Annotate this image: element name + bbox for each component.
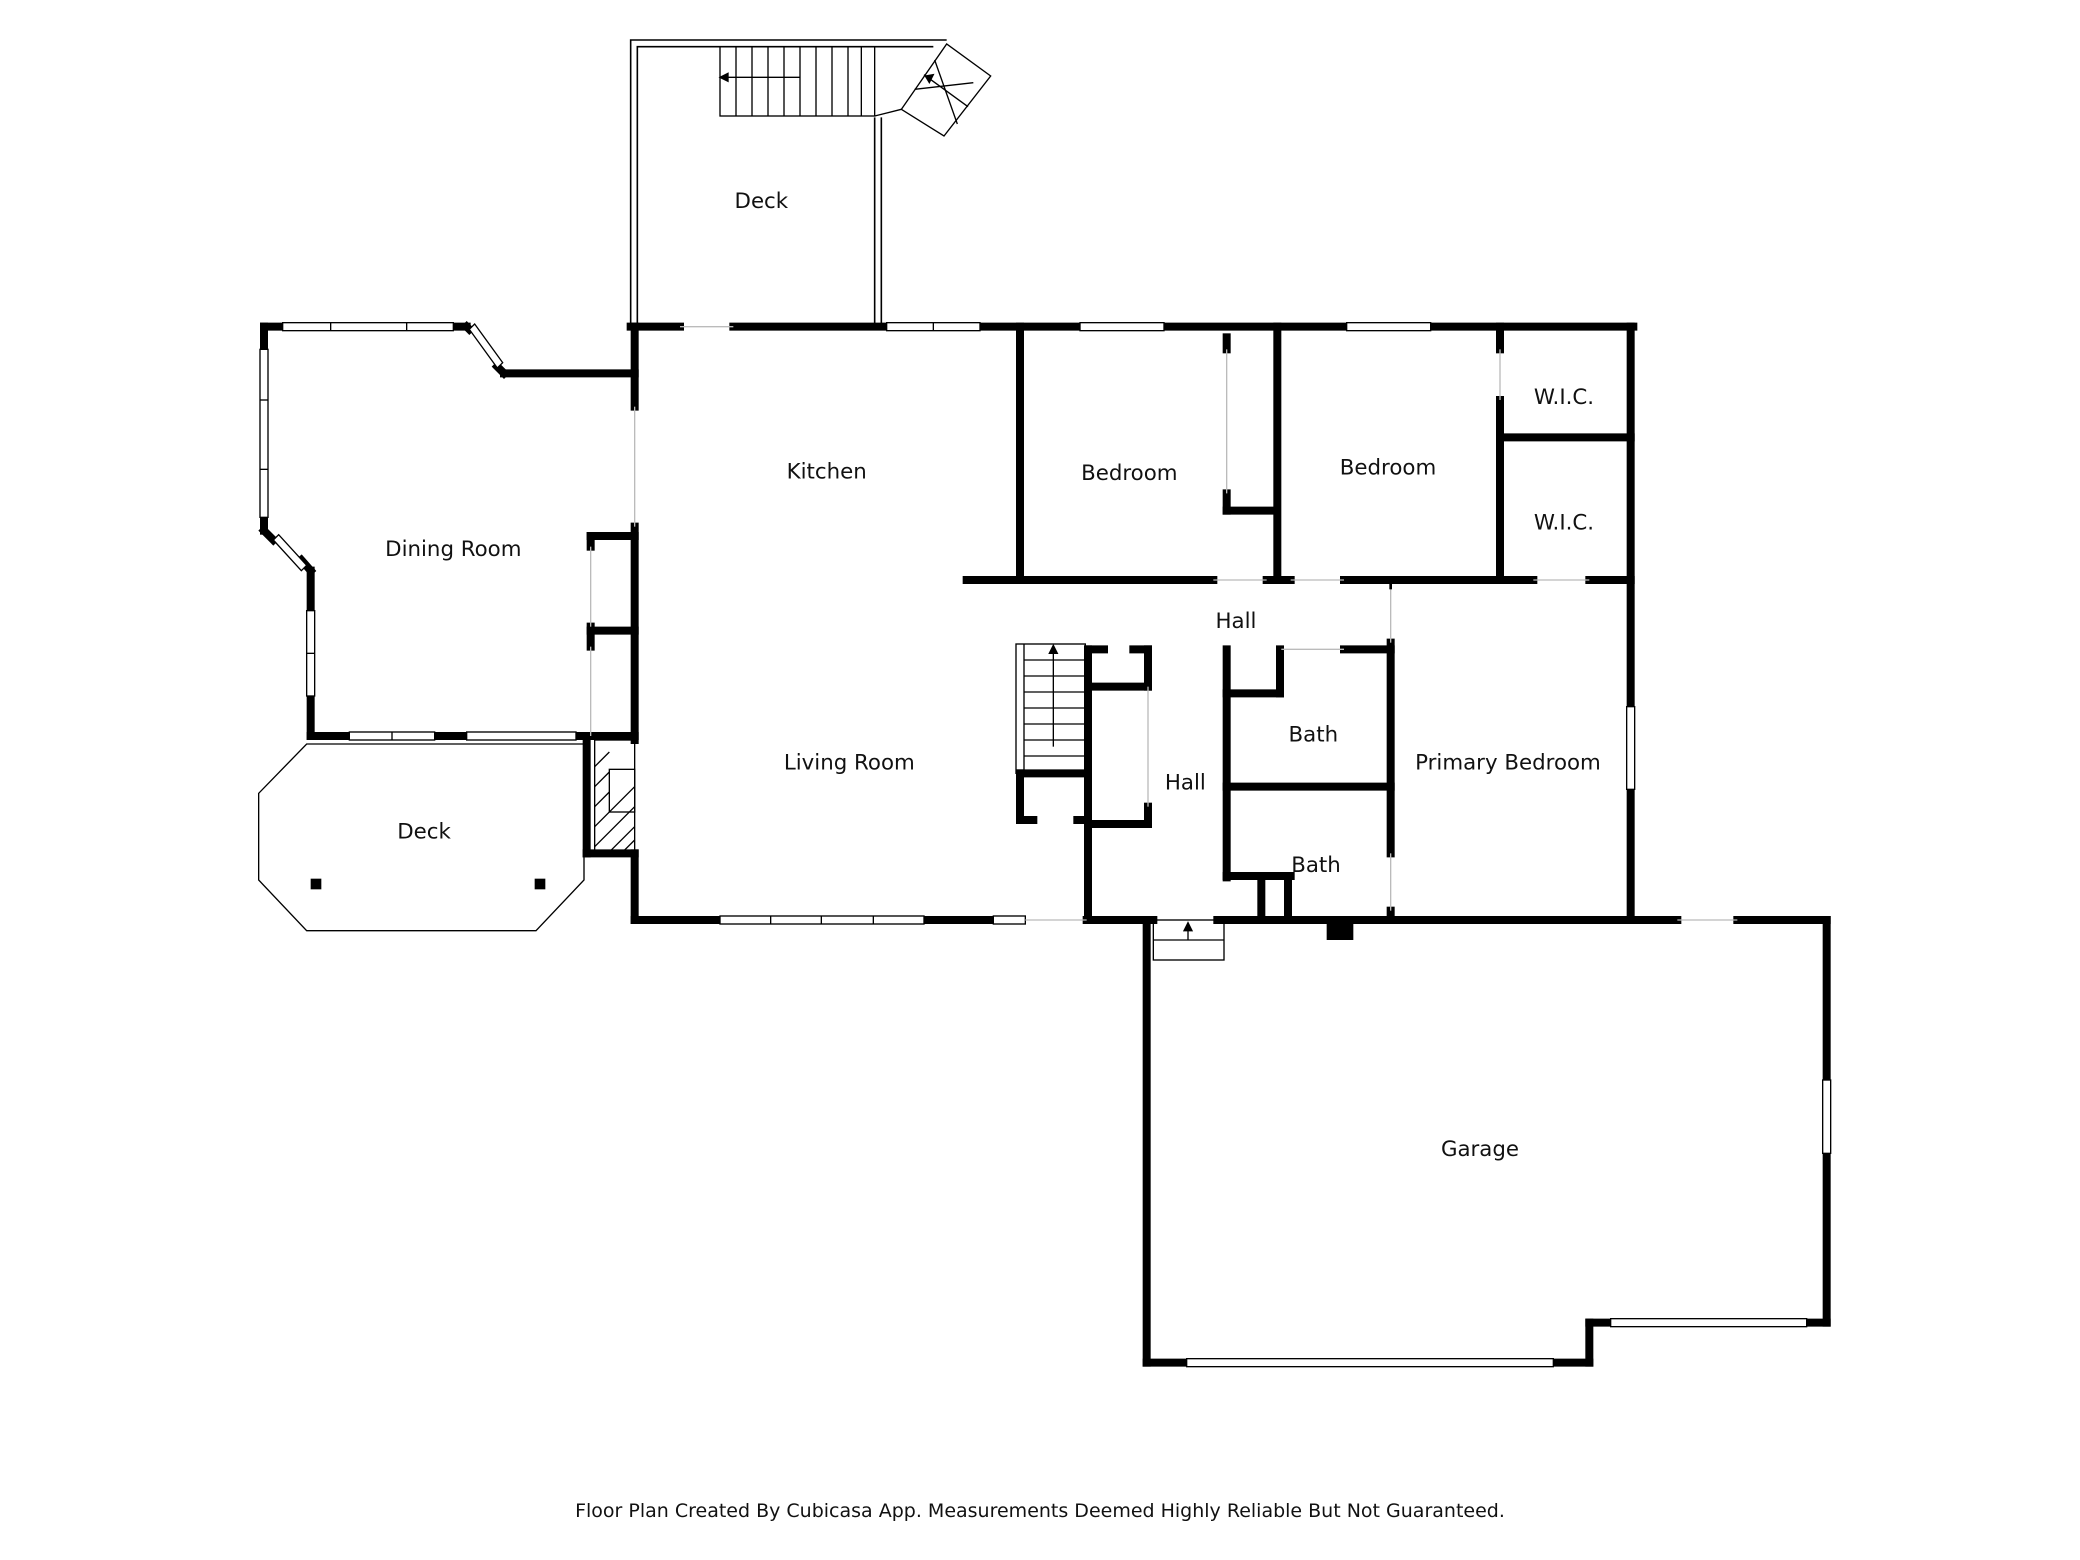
- dining-angled-walls: [258, 321, 510, 577]
- door-openings: [590, 326, 1738, 921]
- room-label-bath-1: Bath: [1289, 722, 1339, 747]
- room-label-wic-1: W.I.C.: [1534, 385, 1594, 410]
- room-label-bedroom-2: Bedroom: [1340, 456, 1436, 481]
- deck-left-outline: [258, 743, 585, 932]
- deck-stairs: [718, 43, 992, 137]
- deck-top-outline: [629, 39, 947, 327]
- room-label-kitchen: Kitchen: [787, 460, 867, 485]
- room-label-hall-upper: Hall: [1216, 609, 1257, 634]
- room-label-primary-bedroom: Primary Bedroom: [1415, 750, 1601, 775]
- windows: [259, 321, 1832, 1368]
- room-label-deck-top: Deck: [735, 189, 789, 214]
- room-label-bath-2: Bath: [1291, 853, 1341, 878]
- entry-step: [1152, 919, 1225, 961]
- room-label-bedroom-1: Bedroom: [1081, 461, 1177, 486]
- room-label-garage: Garage: [1441, 1137, 1519, 1162]
- interior-stairs: [1015, 643, 1086, 774]
- garage-post: [1326, 922, 1354, 940]
- walls: [260, 322, 1831, 1367]
- room-label-living-room: Living Room: [784, 750, 915, 775]
- fireplace: [594, 739, 636, 854]
- footer-disclaimer: Floor Plan Created By Cubicasa App. Meas…: [575, 1500, 1505, 1522]
- room-label-hall-lower: Hall: [1165, 770, 1206, 795]
- room-label-deck-left: Deck: [397, 820, 451, 845]
- room-label-wic-2: W.I.C.: [1534, 510, 1594, 535]
- room-label-dining-room: Dining Room: [385, 537, 521, 562]
